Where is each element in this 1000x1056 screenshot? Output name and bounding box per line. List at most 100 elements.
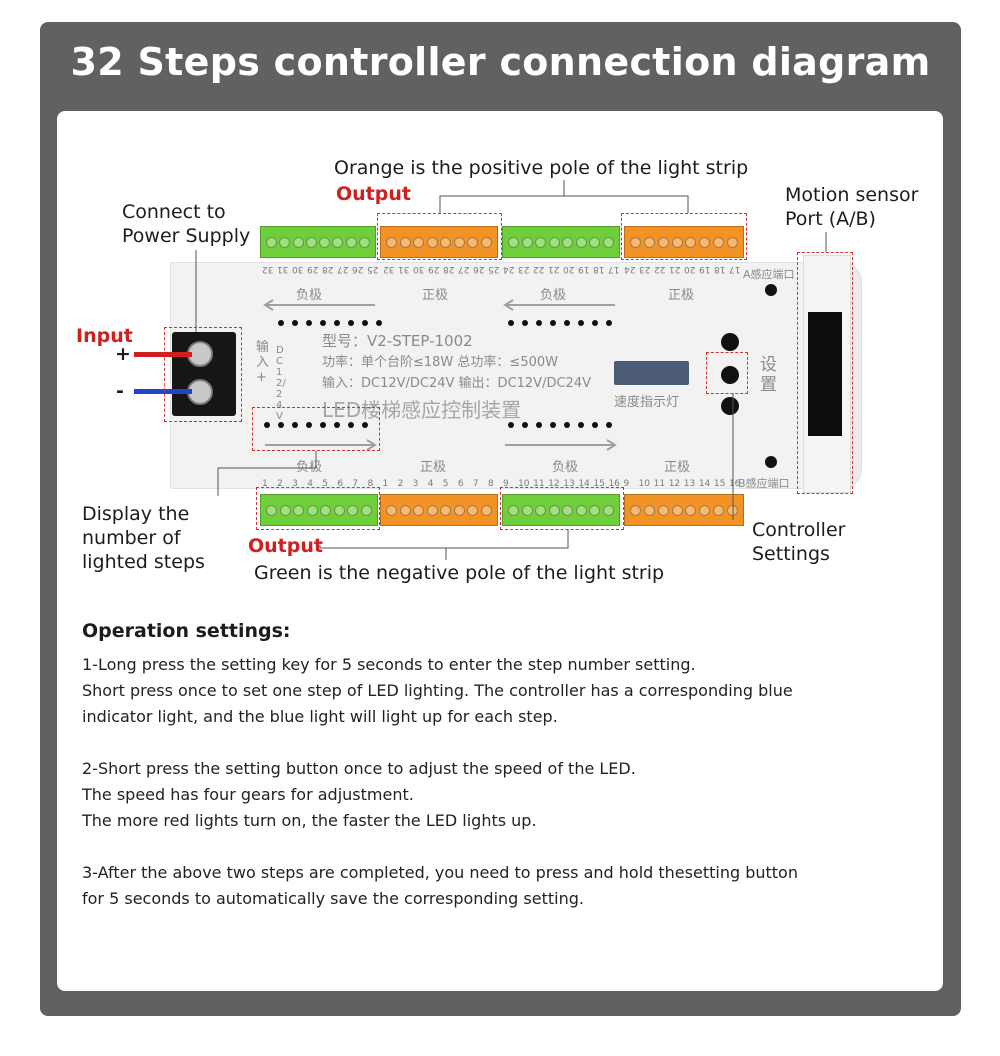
port-a-label: A感应端口 bbox=[743, 268, 795, 281]
step1-line1: 1-Long press the setting key for 5 secon… bbox=[82, 655, 696, 674]
pin-number: 14 bbox=[578, 479, 590, 489]
pin-number: 9 bbox=[503, 479, 509, 489]
setting-label: 设置 bbox=[760, 355, 777, 395]
terminal-top-neg-2 bbox=[502, 226, 620, 258]
content-card bbox=[57, 111, 943, 991]
power-supply-label-line2: Power Supply bbox=[122, 225, 251, 247]
display-steps-label-line3: lighted steps bbox=[82, 551, 205, 573]
motion-sensor-highlight-box bbox=[797, 252, 853, 494]
pole-label-pos-top-2: 正极 bbox=[668, 288, 695, 303]
display-steps-label-line1: Display the bbox=[82, 503, 190, 525]
step-indicator-dots-bottom-left bbox=[264, 422, 368, 428]
step-indicator-dots-bottom-right bbox=[508, 422, 612, 428]
negative-wire bbox=[134, 389, 192, 394]
pin-number: 12 bbox=[548, 479, 560, 489]
pin-number: 13 bbox=[563, 479, 575, 489]
pin-number: 2 bbox=[277, 479, 283, 489]
orange-positive-note: Orange is the positive pole of the light… bbox=[334, 157, 749, 179]
port-b-label: B感应端口 bbox=[738, 477, 790, 490]
pin-number: 6 bbox=[337, 479, 344, 489]
terminal-top-pos-2 bbox=[624, 226, 744, 258]
output-bottom-highlight-2 bbox=[500, 487, 624, 530]
pin-number: 1 bbox=[382, 479, 389, 489]
voltage-vertical-label: DC12/24V bbox=[276, 345, 286, 422]
pin-number: 8 bbox=[487, 479, 494, 489]
pin-number: 10 bbox=[638, 479, 651, 489]
speed-indicator-window bbox=[614, 361, 689, 385]
pin-number: 6 bbox=[457, 479, 464, 489]
board-input-text: 输入：DC12V/DC24V 输出：DC12V/DC24V bbox=[322, 376, 591, 391]
pin-number: 3 bbox=[292, 479, 298, 489]
terminal-bottom-pos-2 bbox=[624, 494, 744, 526]
leader-lines bbox=[195, 180, 827, 560]
power-screw-negative bbox=[187, 379, 213, 405]
speed-indicator-label: 速度指示灯 bbox=[614, 395, 680, 410]
indicator-led-1 bbox=[721, 333, 739, 351]
pole-label-pos-bottom-1: 正极 bbox=[420, 460, 447, 475]
pin-number: 11 bbox=[653, 479, 666, 489]
setting-highlight-box bbox=[706, 352, 748, 394]
pin-number: 13 bbox=[683, 479, 696, 489]
pin-number: 14 bbox=[698, 479, 711, 489]
terminal-bottom-pos-1 bbox=[380, 494, 498, 526]
display-highlight-box bbox=[252, 407, 380, 451]
input-label: Input bbox=[76, 325, 133, 347]
pin-number: 16 bbox=[728, 479, 741, 489]
output-label-bottom: Output bbox=[248, 535, 323, 557]
pin-number: 5 bbox=[322, 479, 328, 489]
plus-sign: + bbox=[115, 343, 131, 365]
input-vertical-label: 输入+ bbox=[256, 340, 270, 385]
operation-heading: Operation settings: bbox=[82, 620, 291, 642]
display-steps-label-line2: number of bbox=[82, 527, 181, 549]
step3-line2: for 5 seconds to automatically save the … bbox=[82, 889, 584, 908]
pole-label-neg-top-2: 负极 bbox=[540, 288, 567, 303]
controller-settings-label-line1: Controller bbox=[752, 519, 846, 541]
motion-sensor-label-line1: Motion sensor bbox=[785, 184, 919, 206]
pin-number: 12 bbox=[668, 479, 681, 489]
output-top-highlight-1 bbox=[377, 213, 502, 260]
pin-number: 7 bbox=[472, 479, 479, 489]
controller-settings-label-line2: Settings bbox=[752, 543, 830, 565]
pin-number: 5 bbox=[442, 479, 449, 489]
indicator-led-2 bbox=[721, 397, 739, 415]
step1-line2: Short press once to set one step of LED … bbox=[82, 681, 793, 700]
pin-number: 16 bbox=[608, 479, 620, 489]
motion-sensor-socket bbox=[808, 312, 842, 436]
pole-label-pos-top-1: 正极 bbox=[422, 288, 449, 303]
power-supply-label-line1: Connect to bbox=[122, 201, 226, 223]
port-a-hole bbox=[765, 284, 777, 296]
board-model-text: 型号：V2-STEP-1002 bbox=[322, 332, 473, 350]
step-indicator-dots-top-right bbox=[508, 320, 612, 326]
pin-number: 2 bbox=[397, 479, 404, 489]
step3-line1: 3-After the above two steps are complete… bbox=[82, 863, 798, 882]
step2-line3: The more red lights turn on, the faster … bbox=[82, 811, 537, 830]
positive-wire bbox=[134, 352, 192, 357]
motion-sensor-label-line2: Port (A/B) bbox=[785, 208, 876, 230]
output-bottom-highlight-1 bbox=[256, 487, 380, 530]
output-label-top: Output bbox=[336, 183, 411, 205]
step-indicator-dots-top-left bbox=[278, 320, 382, 326]
pin-number: 7 bbox=[352, 479, 359, 489]
direction-arrows bbox=[263, 299, 617, 451]
pin-number: 9 bbox=[623, 479, 630, 489]
pin-number: 15 bbox=[593, 479, 605, 489]
pin-number: 15 bbox=[713, 479, 726, 489]
terminal-top-neg-1 bbox=[260, 226, 376, 258]
pin-number: 4 bbox=[427, 479, 434, 489]
pin-number: 3 bbox=[412, 479, 419, 489]
port-b-hole bbox=[765, 456, 777, 468]
pin-number: 1 bbox=[262, 479, 268, 489]
setting-button[interactable] bbox=[721, 366, 739, 384]
pin-number: 4 bbox=[307, 479, 313, 489]
terminal-top-pos-1 bbox=[380, 226, 498, 258]
minus-sign: - bbox=[116, 380, 124, 402]
step2-line1: 2-Short press the setting button once to… bbox=[82, 759, 636, 778]
step2-line2: The speed has four gears for adjustment. bbox=[82, 785, 414, 804]
step1-line3: indicator light, and the blue light will… bbox=[82, 707, 558, 726]
pin-number: 8 bbox=[367, 479, 374, 489]
board-power-text: 功率：单个台阶≤18W 总功率：≤500W bbox=[322, 355, 558, 370]
page-title: 32 Steps controller connection diagram bbox=[70, 40, 931, 84]
terminal-bottom-neg-1 bbox=[260, 494, 378, 526]
board-product-name: LED楼梯感应控制装置 bbox=[322, 398, 522, 422]
pole-label-neg-bottom-2: 负极 bbox=[552, 460, 579, 475]
